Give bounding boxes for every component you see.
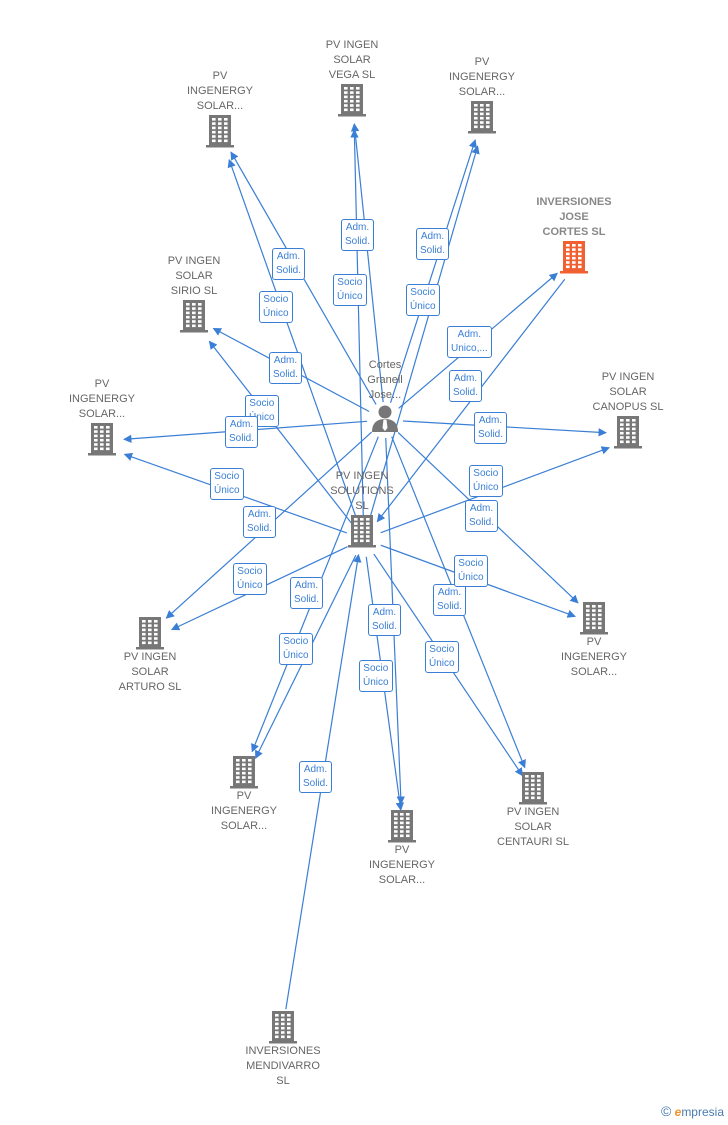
node-label: PV INGEN SOLAR VEGA SL <box>325 39 379 81</box>
node-label: PV INGEN SOLAR CENTAURI SL <box>497 806 569 848</box>
edge-label[interactable]: Socio Único <box>359 660 393 692</box>
node-solar3[interactable]: PV INGENERGY SOLAR... <box>42 377 162 456</box>
edge-solutions-to-sirio <box>208 340 354 526</box>
edge-label[interactable]: Adm. Unico,... <box>447 326 492 358</box>
edge-label[interactable]: Adm. Solid. <box>225 416 259 448</box>
node-mendivarro[interactable]: INVERSIONES MENDIVARRO SL <box>223 1010 343 1089</box>
building-icon <box>230 756 258 789</box>
node-label: INVERSIONES JOSE CORTES SL <box>536 196 612 238</box>
building-icon <box>206 115 234 148</box>
edge-solutions-to-vega <box>350 129 364 522</box>
edge-label[interactable]: Adm. Solid. <box>368 604 402 636</box>
edge-label[interactable]: Adm. Solid. <box>465 500 499 532</box>
node-solar5[interactable]: PV INGENERGY SOLAR... <box>342 809 462 888</box>
node-label: PV INGENERGY SOLAR... <box>560 636 627 678</box>
edge-label[interactable]: Adm. Solid. <box>269 352 303 384</box>
copyright-symbol: © <box>660 1103 672 1119</box>
edge-label[interactable]: Adm. Solid. <box>341 219 375 251</box>
node-sirio[interactable]: PV INGEN SOLAR SIRIO SL <box>134 254 254 333</box>
node-solar4[interactable]: PV INGENERGY SOLAR... <box>184 755 304 834</box>
building-icon <box>560 241 588 274</box>
building-icon <box>88 423 116 456</box>
building-icon <box>614 416 642 449</box>
edge-label[interactable]: Socio Único <box>279 633 313 665</box>
node-vega[interactable]: PV INGEN SOLAR VEGA SL <box>292 38 412 117</box>
node-arturo[interactable]: PV INGEN SOLAR ARTURO SL <box>90 616 210 695</box>
node-label: PV INGENERGY SOLAR... <box>368 844 435 886</box>
building-icon <box>348 515 376 548</box>
edge-label[interactable]: Socio Único <box>233 563 267 595</box>
edge-label[interactable]: Adm. Solid. <box>416 228 450 260</box>
edge-solutions-to-solar1 <box>227 158 359 523</box>
edge-label[interactable]: Adm. Solid. <box>272 248 306 280</box>
edge-label[interactable]: Socio Único <box>259 291 293 323</box>
building-icon <box>519 772 547 805</box>
brand-name: mpresia <box>681 1105 724 1119</box>
building-icon <box>468 101 496 134</box>
node-label: PV INGENERGY SOLAR... <box>448 56 515 98</box>
building-icon <box>269 1011 297 1044</box>
node-label: PV INGEN SOLUTIONS SL <box>330 470 394 512</box>
node-label: PV INGEN SOLAR ARTURO SL <box>118 651 182 693</box>
edge-label[interactable]: Socio Único <box>469 465 503 497</box>
edge-person-to-vega <box>350 123 384 403</box>
edge-label[interactable]: Adm. Solid. <box>474 412 508 444</box>
node-solar1[interactable]: PV INGENERGY SOLAR... <box>160 69 280 148</box>
edge-label[interactable]: Adm. Solid. <box>290 577 324 609</box>
edge-label[interactable]: Socio Único <box>210 468 244 500</box>
building-icon <box>180 300 208 333</box>
edge-label[interactable]: Adm. Solid. <box>243 506 277 538</box>
node-label: Cortes Granell Jose... <box>367 359 403 401</box>
edge-label[interactable]: Adm. Solid. <box>433 584 467 616</box>
building-icon <box>136 617 164 650</box>
node-label: PV INGENERGY SOLAR... <box>68 378 135 420</box>
building-icon <box>580 602 608 635</box>
brand-e: e <box>674 1105 682 1119</box>
edge-person-to-solar2 <box>389 139 477 404</box>
node-label: PV INGEN SOLAR SIRIO SL <box>167 255 221 297</box>
node-label: PV INGEN SOLAR CANOPUS SL <box>592 371 664 413</box>
node-solar2[interactable]: PV INGENERGY SOLAR... <box>422 55 542 134</box>
node-person[interactable]: Cortes Granell Jose... <box>325 358 445 433</box>
edge-label[interactable]: Adm. Solid. <box>449 370 483 402</box>
person-icon <box>372 405 398 432</box>
node-label: PV INGENERGY SOLAR... <box>186 70 253 112</box>
building-icon <box>388 810 416 843</box>
node-solar6[interactable]: PV INGENERGY SOLAR... <box>534 601 654 680</box>
node-canopus[interactable]: PV INGEN SOLAR CANOPUS SL <box>568 370 688 449</box>
edge-label[interactable]: Socio Único <box>406 284 440 316</box>
building-icon <box>338 84 366 117</box>
node-inversiones-jose[interactable]: INVERSIONES JOSE CORTES SL <box>514 195 634 274</box>
edge-label[interactable]: Socio Único <box>454 555 488 587</box>
edge-label[interactable]: Socio Único <box>333 274 367 306</box>
node-solutions[interactable]: PV INGEN SOLUTIONS SL <box>302 469 422 548</box>
footer-brand: © empresia <box>661 1103 724 1119</box>
node-label: PV INGENERGY SOLAR... <box>210 790 277 832</box>
node-label: INVERSIONES MENDIVARRO SL <box>245 1045 321 1087</box>
node-centauri[interactable]: PV INGEN SOLAR CENTAURI SL <box>473 771 593 850</box>
edge-label[interactable]: Adm. Solid. <box>299 761 333 793</box>
edge-label[interactable]: Socio Único <box>425 641 459 673</box>
